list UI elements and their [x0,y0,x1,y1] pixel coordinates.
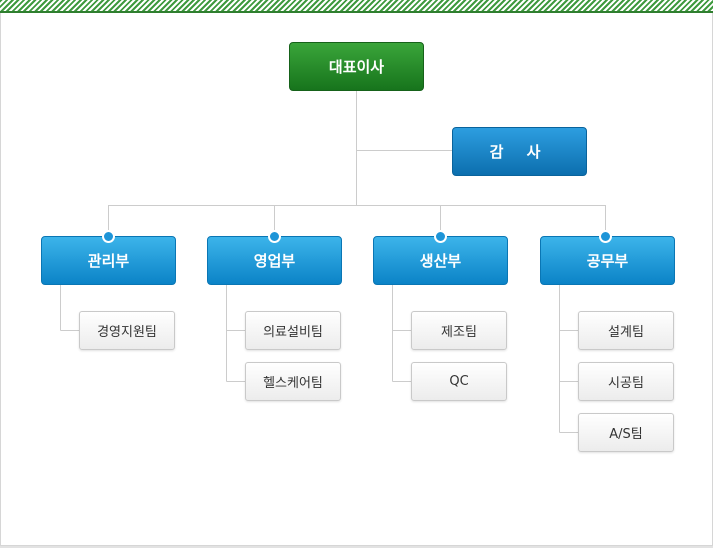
team-box: 경영지원팀 [79,311,175,350]
connector-dot [434,230,447,243]
connector-dot [102,230,115,243]
team-box: QC [411,362,507,401]
dept-management-box: 관리부 [41,236,176,285]
dept-production-box: 생산부 [373,236,508,285]
dept-construction-box: 공무부 [540,236,675,285]
audit-box: 감 사 [452,127,587,176]
team-box: 의료설비팀 [245,311,341,350]
connector-dot [268,230,281,243]
decorative-stripe-bar [0,0,713,12]
header-divider [0,11,713,13]
footer-divider [0,546,713,548]
team-box: 제조팀 [411,311,507,350]
ceo-box: 대표이사 [289,42,424,91]
team-box: 시공팀 [578,362,674,401]
team-box: 설계팀 [578,311,674,350]
connector-dot [599,230,612,243]
team-box: A/S팀 [578,413,674,452]
team-box: 헬스케어팀 [245,362,341,401]
dept-sales-box: 영업부 [207,236,342,285]
